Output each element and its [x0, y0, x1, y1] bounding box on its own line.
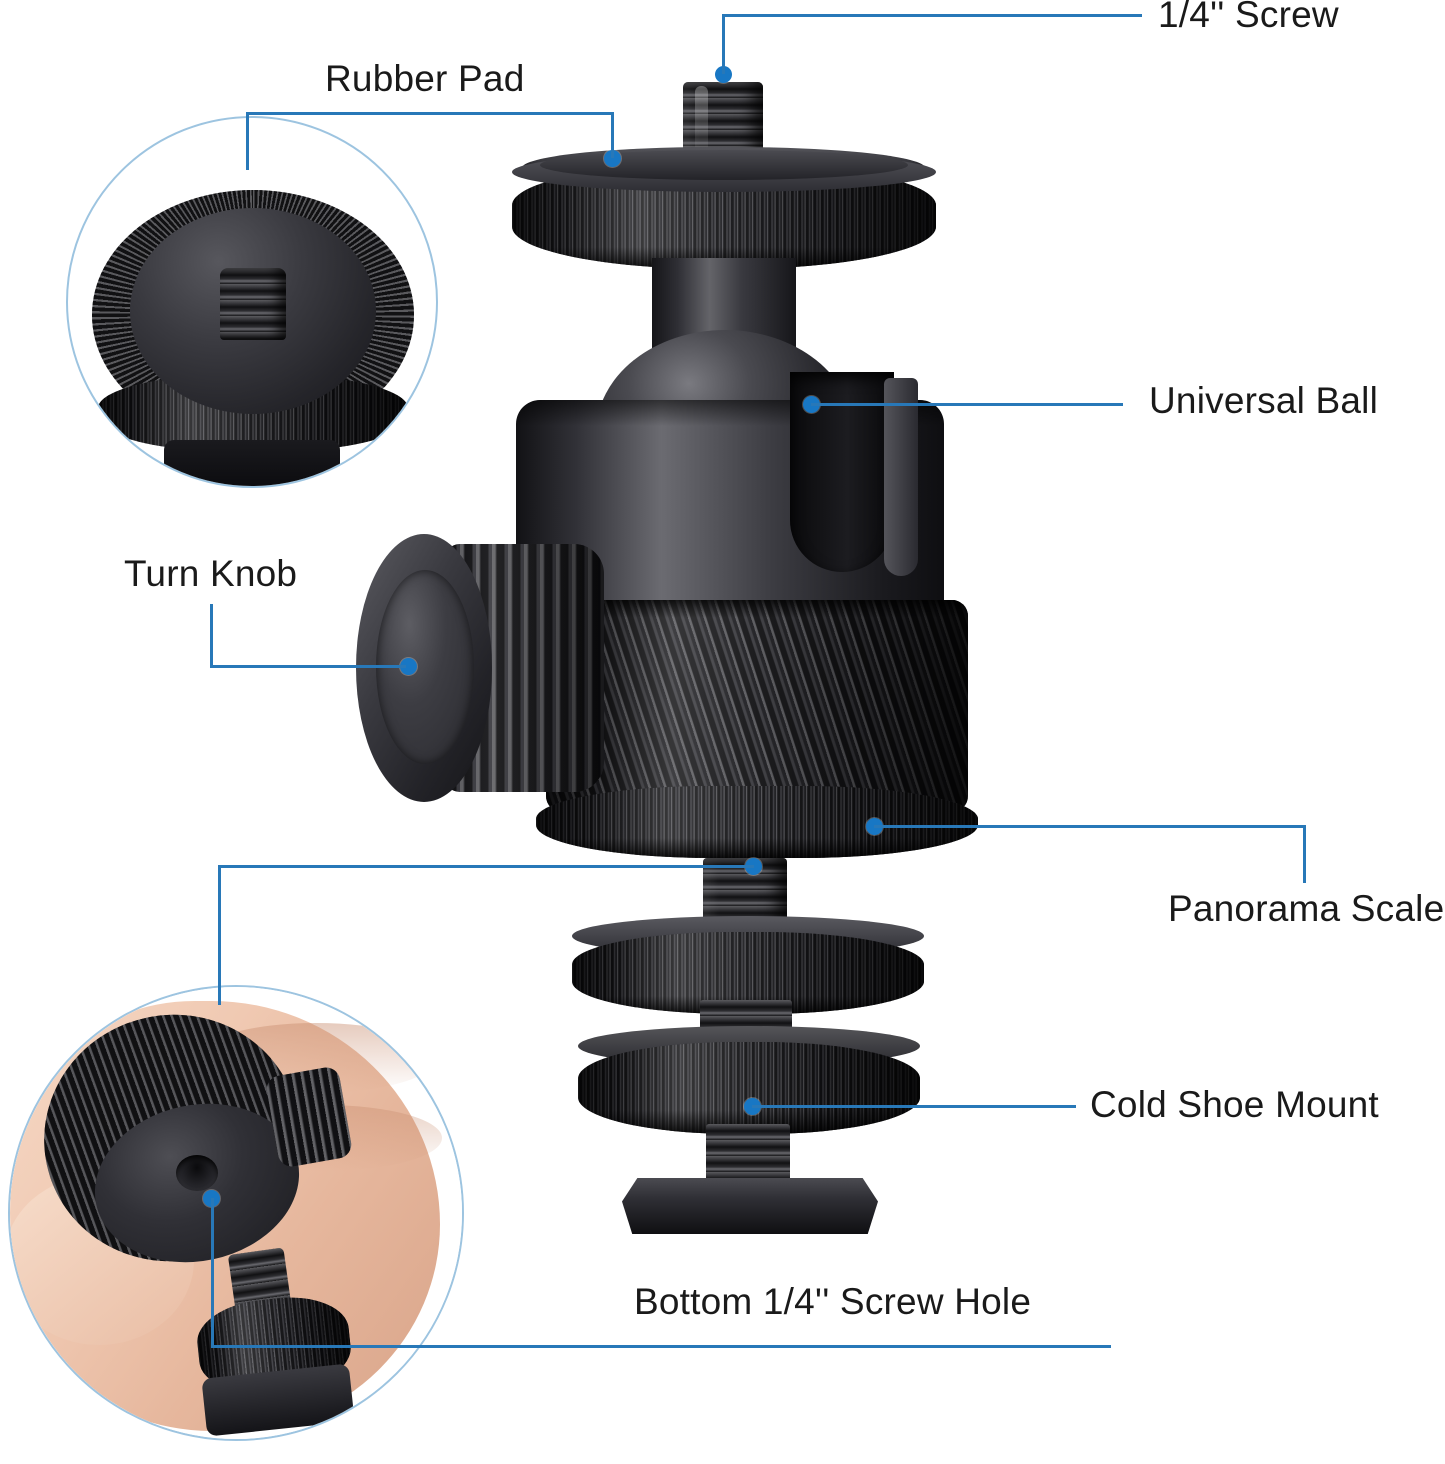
leader-rubber-pad-h: [246, 112, 614, 115]
cold-shoe-foot-plate: [622, 1178, 878, 1234]
rubber-pad-inset: [66, 116, 438, 488]
panorama-scale-base-ring: [536, 786, 978, 858]
callout-universal-ball: Universal Ball: [1149, 380, 1378, 421]
dot-turn-knob: [400, 658, 417, 675]
cold-shoe-lower-disc: [578, 1042, 920, 1134]
rubber-pad-surface: [540, 150, 908, 180]
panorama-scale-barrel: [546, 600, 968, 812]
dot-rubber-pad: [604, 150, 621, 167]
leader-rubber-pad-v2: [246, 112, 249, 170]
hand-hold-inset: [8, 985, 464, 1441]
inset-turn-knob: [264, 1065, 354, 1169]
ball-housing-slot-lip: [884, 378, 918, 576]
leader-inset-hole-h: [211, 1345, 1111, 1348]
callout-cold-shoe-mount: Cold Shoe Mount: [1090, 1084, 1379, 1125]
leader-universal-ball-h: [811, 403, 1123, 406]
leader-panorama-h: [874, 825, 1306, 828]
leader-turn-knob-h: [210, 665, 406, 668]
callout-bottom-screw-hole: Bottom 1/4'' Screw Hole: [634, 1281, 1032, 1322]
leader-rubber-pad-v1: [611, 112, 614, 158]
leader-bottom-screw-h: [218, 865, 754, 868]
inset-bottom-screw-hole: [176, 1155, 218, 1191]
callout-panorama-scale: Panorama Scale: [1168, 888, 1445, 929]
leader-quarter-screw-v: [722, 14, 725, 74]
inset-pad-foot-shadow: [164, 440, 340, 486]
top-screw-highlight: [695, 86, 708, 156]
leader-turn-knob-v: [210, 604, 213, 668]
leader-inset-hole-v: [211, 1198, 214, 1348]
callout-quarter-screw: 1/4'' Screw: [1158, 0, 1339, 35]
dot-quarter-screw: [715, 66, 732, 83]
callout-turn-knob: Turn Knob: [124, 553, 298, 594]
leader-bottom-screw-v: [218, 865, 221, 1005]
inset-pad-center-screw: [220, 268, 286, 340]
leader-cold-shoe-h: [752, 1105, 1076, 1108]
callout-rubber-pad: Rubber Pad: [325, 58, 525, 99]
leader-quarter-screw-h: [722, 14, 1142, 17]
leader-panorama-v: [1303, 825, 1306, 883]
